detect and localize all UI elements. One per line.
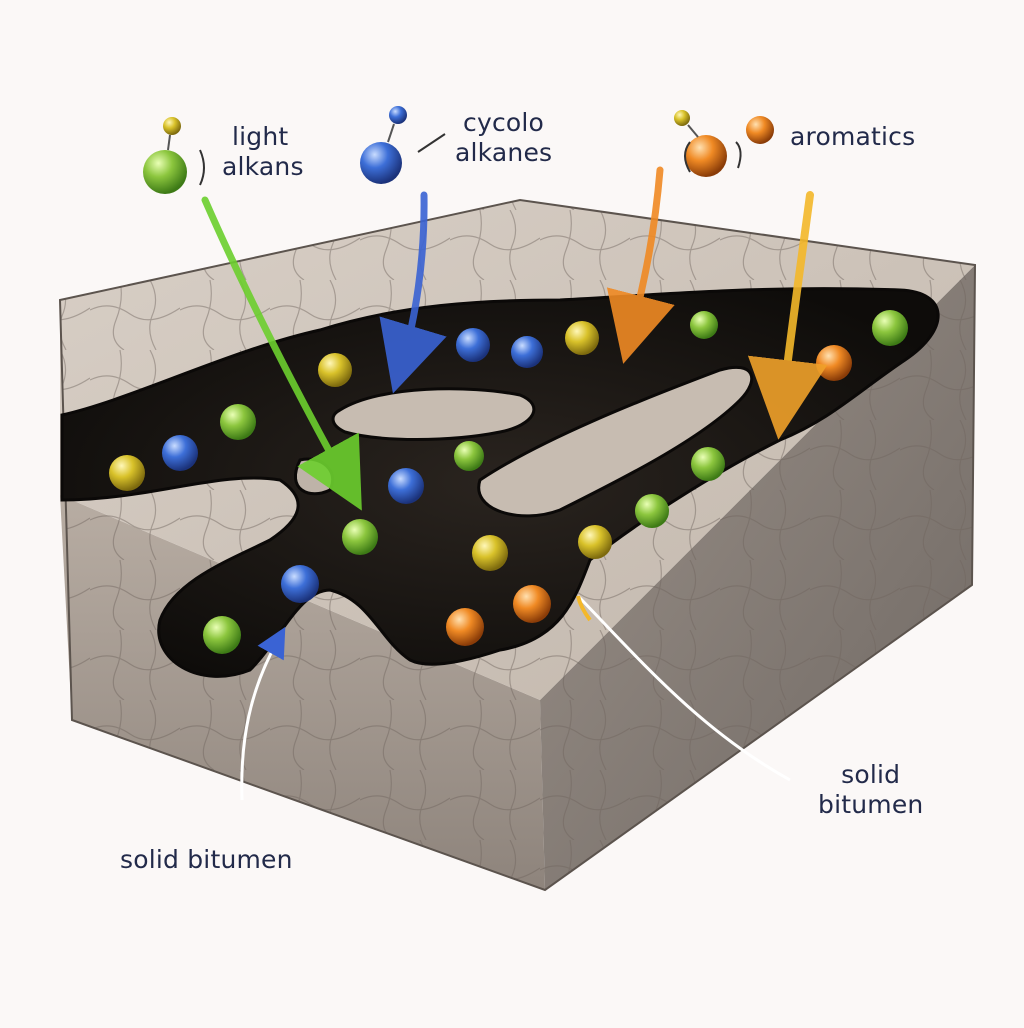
label-solid-bitumen-right-line1: solid [841,760,901,789]
blue-arrow [379,191,447,394]
label-solid-bitumen-left: solid bitumen [120,845,293,874]
migration-arrows [201,166,828,801]
blue-arrow-lower [240,626,286,801]
light-alkane-molecules [203,310,908,654]
label-cyclo-alkanes: cycolo alkanes [455,108,552,168]
label-light-alkanes-line2: alkans [222,152,304,181]
yellow-arrow [747,191,828,440]
label-light-alkanes: light alkans [222,122,304,182]
label-cyclo-alkanes-line1: cycolo [463,108,545,137]
cyclo-alkane-molecules [162,328,543,603]
cyclo-alkane-icon [360,106,446,184]
label-light-alkanes-line1: light [232,122,289,151]
label-aromatics: aromatics [790,122,916,151]
light-alkane-icon [143,117,205,194]
aromatic-icon [674,110,774,177]
label-cyclo-alkanes-line2: alkanes [455,138,553,167]
orange-arrow [606,166,675,364]
label-solid-bitumen-right: solid bitumen [818,760,923,820]
green-arrow [201,196,362,511]
solid-bitumen-pointer [576,594,791,782]
label-solid-bitumen-right-line2: bitumen [818,790,924,819]
